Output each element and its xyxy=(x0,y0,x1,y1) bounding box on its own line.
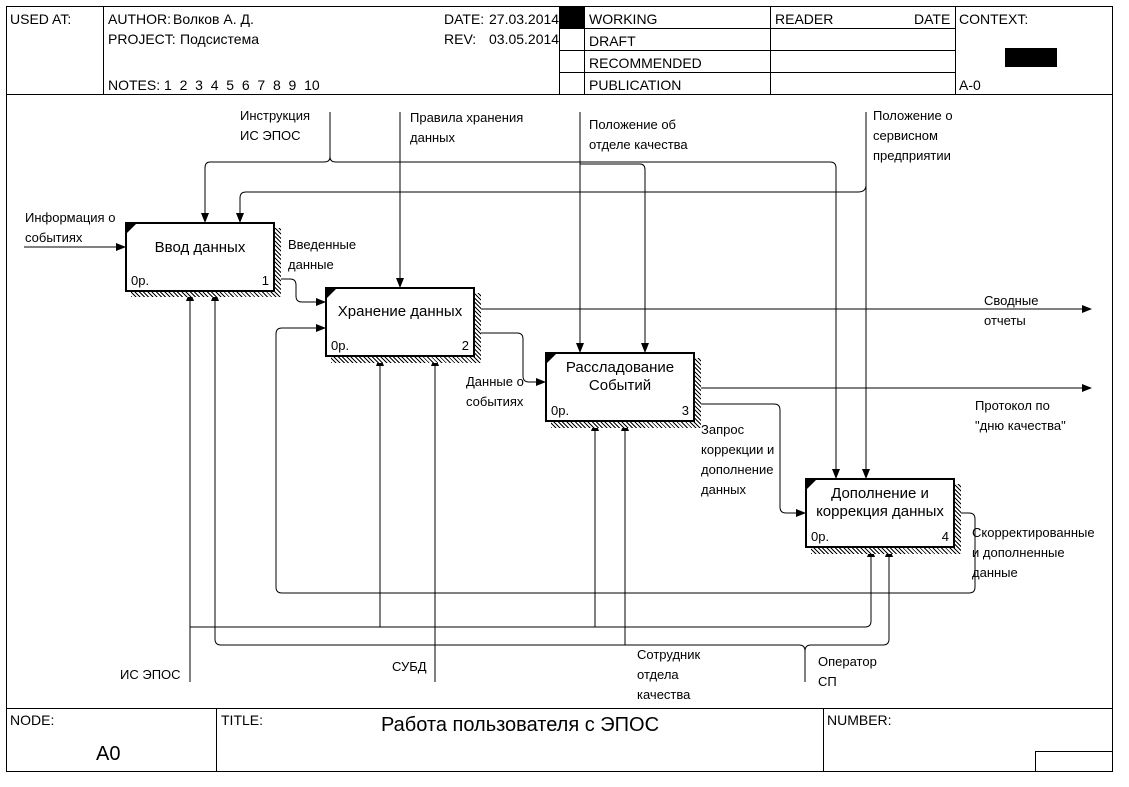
context-label: CONTEXT: xyxy=(959,11,1029,27)
box-4-corner xyxy=(807,480,816,489)
label-corrected-data: Скорректированные и дополненные данные xyxy=(972,525,1095,580)
box-1-title: Ввод данных xyxy=(154,239,246,256)
diagram-title: Работа пользователя с ЭПОС xyxy=(380,714,660,736)
label-quality-protocol: Протокол по "дню качества" xyxy=(975,398,1066,433)
author-label: AUTHOR: xyxy=(108,11,171,27)
project-value: Подсистема xyxy=(180,31,259,47)
reader-date-label: DATE xyxy=(914,11,951,27)
arrow-control-instruction-b xyxy=(201,156,331,223)
box-3-cost: 0р. xyxy=(551,403,570,418)
label-correction-request: Запрос коррекции и дополнение данных xyxy=(701,422,775,497)
status-publication: PUBLICATION xyxy=(589,77,682,93)
status-working-marker xyxy=(560,7,584,28)
box-1-cost: 0р. xyxy=(131,273,150,288)
box-2-title: Хранение данных xyxy=(337,303,463,320)
box-1-corner xyxy=(127,224,136,233)
arrows xyxy=(24,112,1092,682)
label-control-instruction: Инструкция ИС ЭПОС xyxy=(240,108,310,143)
box-4-title: Дополнение и коррекция данных xyxy=(816,485,944,520)
rev-label: REV: xyxy=(444,31,477,47)
label-mech-operator: Оператор СП xyxy=(818,654,877,689)
arrow-mech-ipos-2 xyxy=(190,356,384,628)
date-label: DATE: xyxy=(444,11,485,27)
notes-label: NOTES: xyxy=(108,77,161,93)
box-2-cost: 0р. xyxy=(331,338,350,353)
project-label: PROJECT: xyxy=(108,31,176,47)
box-4-number: 4 xyxy=(941,529,949,544)
box-3-corner xyxy=(547,354,556,363)
rev-value: 03.05.2014 xyxy=(489,31,560,47)
context-node: A-0 xyxy=(959,77,981,93)
notes-numbers: 1 2 3 4 5 6 7 8 9 10 xyxy=(164,77,320,93)
arrow-control-quality-b xyxy=(580,163,649,353)
arrow-mech-operator-a xyxy=(211,291,806,682)
activity-box-4[interactable]: Дополнение и коррекция данных 0р. 4 xyxy=(805,478,955,548)
context-box xyxy=(1005,48,1057,67)
number-label: NUMBER: xyxy=(827,712,892,728)
arrow-events-data xyxy=(474,332,546,386)
activity-box-2[interactable]: Хранение данных 0р. 2 xyxy=(325,287,475,357)
label-control-quality: Положение об отделе качества xyxy=(589,117,688,152)
box-3-title: Расcладование Событий xyxy=(565,359,675,394)
box-1-number: 1 xyxy=(261,273,269,288)
status-recommended: RECOMMENDED xyxy=(589,55,702,71)
label-control-service: Положение о сервисном предприятии xyxy=(873,108,953,163)
label-mech-ipos: ИС ЭПОС xyxy=(120,667,181,682)
box-2-corner xyxy=(327,289,336,298)
box-3-number: 3 xyxy=(681,403,689,418)
node-label: NODE: xyxy=(10,712,55,728)
arrow-control-service-b xyxy=(236,184,867,223)
arrow-mech-ipos-3 xyxy=(190,421,599,628)
box-2-number: 2 xyxy=(461,338,469,353)
reader-label: READER xyxy=(775,11,834,27)
activity-box-3[interactable]: Расcладование Событий 0р. 3 xyxy=(545,352,695,422)
arrow-correction-request xyxy=(694,403,806,517)
arrow-mech-ipos-4 xyxy=(190,547,875,628)
node-value: A0 xyxy=(96,743,121,765)
used-at-label: USED AT: xyxy=(10,11,72,27)
arrow-mech-operator-b xyxy=(804,547,893,652)
label-events-data: Данные о событиях xyxy=(466,374,524,409)
arrow-control-instruction-a xyxy=(329,112,840,479)
box-4-cost: 0р. xyxy=(811,529,830,544)
activity-box-1[interactable]: Ввод данных 0р. 1 xyxy=(125,222,275,292)
label-mech-dbms: СУБД xyxy=(392,659,427,674)
label-control-rules: Правила хранения данных xyxy=(410,110,524,145)
author-value: Волков А. Д. xyxy=(173,11,254,27)
label-input-info: Информация о событиях xyxy=(25,210,116,245)
label-summary-reports: Сводные отчеты xyxy=(984,293,1039,328)
date-value: 27.03.2014 xyxy=(489,11,560,27)
status-working: WORKING xyxy=(589,11,658,27)
status-draft: DRAFT xyxy=(589,33,636,49)
label-mech-employee: Сотрудник отдела качества xyxy=(637,647,701,702)
arrow-entered-data xyxy=(274,278,326,306)
title-label: TITLE: xyxy=(221,712,264,728)
label-entered-data: Введенные данные xyxy=(288,237,357,272)
